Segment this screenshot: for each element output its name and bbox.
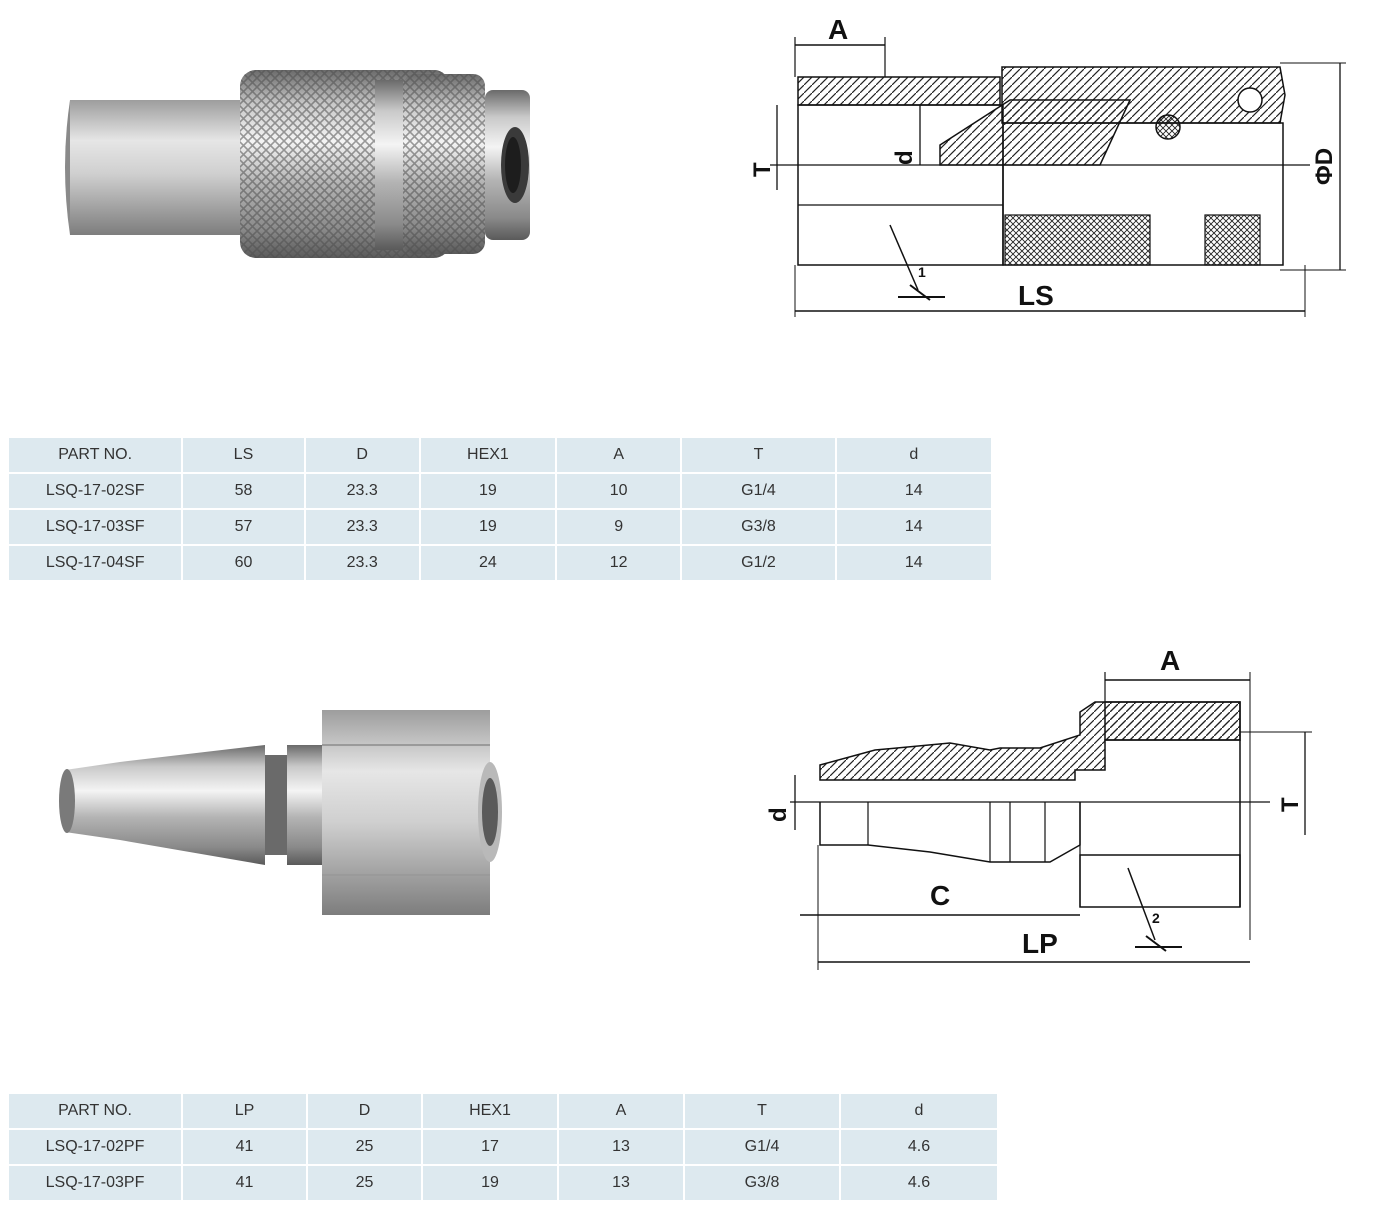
table-row: LSQ-17-03SF 57 23.3 19 9 G3/8 14	[6, 508, 994, 546]
plug-spec-table: PART NO. LP D HEX1 A T d LSQ-17-02PF 41 …	[7, 1092, 999, 1202]
cell-d: 4.6	[839, 1128, 999, 1166]
cell-t: G1/2	[680, 544, 837, 582]
plug-hex-marker: 2	[1152, 910, 1160, 926]
cell-lp: 41	[181, 1164, 308, 1202]
header-hex1: HEX1	[421, 1092, 559, 1130]
header-part-no: PART NO.	[6, 436, 184, 474]
cell-hex1: 19	[418, 472, 558, 510]
cell-d: 14	[834, 544, 994, 582]
cell-d: 14	[834, 508, 994, 546]
cell-a: 10	[555, 472, 683, 510]
cell-part-no: LSQ-17-02PF	[7, 1128, 183, 1166]
cell-t: G1/4	[683, 1128, 841, 1166]
cell-ls: 60	[181, 544, 306, 582]
header-a: A	[557, 1092, 685, 1130]
cell-d-dia: 25	[306, 1128, 423, 1166]
header-part-no: PART NO.	[7, 1092, 183, 1130]
cell-a: 13	[557, 1164, 685, 1202]
socket-spec-table: PART NO. LS D HEX1 A T d LSQ-17-02SF 58 …	[6, 436, 994, 582]
cell-ls: 58	[181, 472, 306, 510]
header-ls: LS	[181, 436, 306, 474]
plug-technical-drawing: A T d 2 C LP	[765, 645, 1312, 970]
table-header-row: PART NO. LP D HEX1 A T d	[7, 1092, 999, 1130]
cell-d-dia: 23.3	[303, 508, 421, 546]
header-d-dia: D	[303, 436, 421, 474]
header-lp: LP	[181, 1092, 308, 1130]
plug-dim-a: A	[1160, 645, 1180, 676]
cell-t: G1/4	[680, 472, 837, 510]
cell-ls: 57	[181, 508, 306, 546]
cell-d: 4.6	[839, 1164, 999, 1202]
socket-dim-a: A	[828, 14, 848, 45]
cell-part-no: LSQ-17-04SF	[6, 544, 184, 582]
plug-dim-t: T	[1277, 797, 1304, 812]
plug-dim-d: d	[765, 807, 792, 822]
plug-coupler-photo	[59, 710, 502, 915]
header-t: T	[680, 436, 837, 474]
header-d: d	[839, 1092, 999, 1130]
cell-t: G3/8	[680, 508, 837, 546]
table-row: LSQ-17-04SF 60 23.3 24 12 G1/2 14	[6, 544, 994, 582]
header-a: A	[555, 436, 683, 474]
cell-part-no: LSQ-17-03PF	[7, 1164, 183, 1202]
cell-t: G3/8	[683, 1164, 841, 1202]
cell-a: 13	[557, 1128, 685, 1166]
socket-coupler-photo	[65, 70, 530, 258]
socket-dim-t: T	[749, 162, 776, 177]
header-d-dia: D	[306, 1092, 423, 1130]
cell-hex1: 17	[421, 1128, 559, 1166]
socket-technical-drawing: A T d ΦD 1 LS	[749, 14, 1346, 317]
cell-hex1: 19	[418, 508, 558, 546]
cell-d-dia: 23.3	[303, 472, 421, 510]
cell-d-dia: 25	[306, 1164, 423, 1202]
plug-dim-lp: LP	[1022, 928, 1058, 959]
cell-d: 14	[834, 472, 994, 510]
socket-dim-ls: LS	[1018, 280, 1054, 311]
table-row: LSQ-17-02PF 41 25 17 13 G1/4 4.6	[7, 1128, 999, 1166]
socket-dim-phi-d: ΦD	[1311, 148, 1338, 185]
header-t: T	[683, 1092, 841, 1130]
socket-hex-marker: 1	[918, 264, 926, 280]
plug-dim-c: C	[930, 880, 950, 911]
cell-hex1: 24	[418, 544, 558, 582]
cell-d-dia: 23.3	[303, 544, 421, 582]
cell-part-no: LSQ-17-02SF	[6, 472, 184, 510]
cell-a: 12	[555, 544, 683, 582]
cell-part-no: LSQ-17-03SF	[6, 508, 184, 546]
table-row: LSQ-17-03PF 41 25 19 13 G3/8 4.6	[7, 1164, 999, 1202]
table-header-row: PART NO. LS D HEX1 A T d	[6, 436, 994, 474]
cell-hex1: 19	[421, 1164, 559, 1202]
header-d: d	[834, 436, 994, 474]
cell-lp: 41	[181, 1128, 308, 1166]
socket-dim-d: d	[891, 150, 918, 165]
header-hex1: HEX1	[418, 436, 558, 474]
table-row: LSQ-17-02SF 58 23.3 19 10 G1/4 14	[6, 472, 994, 510]
cell-a: 9	[555, 508, 683, 546]
